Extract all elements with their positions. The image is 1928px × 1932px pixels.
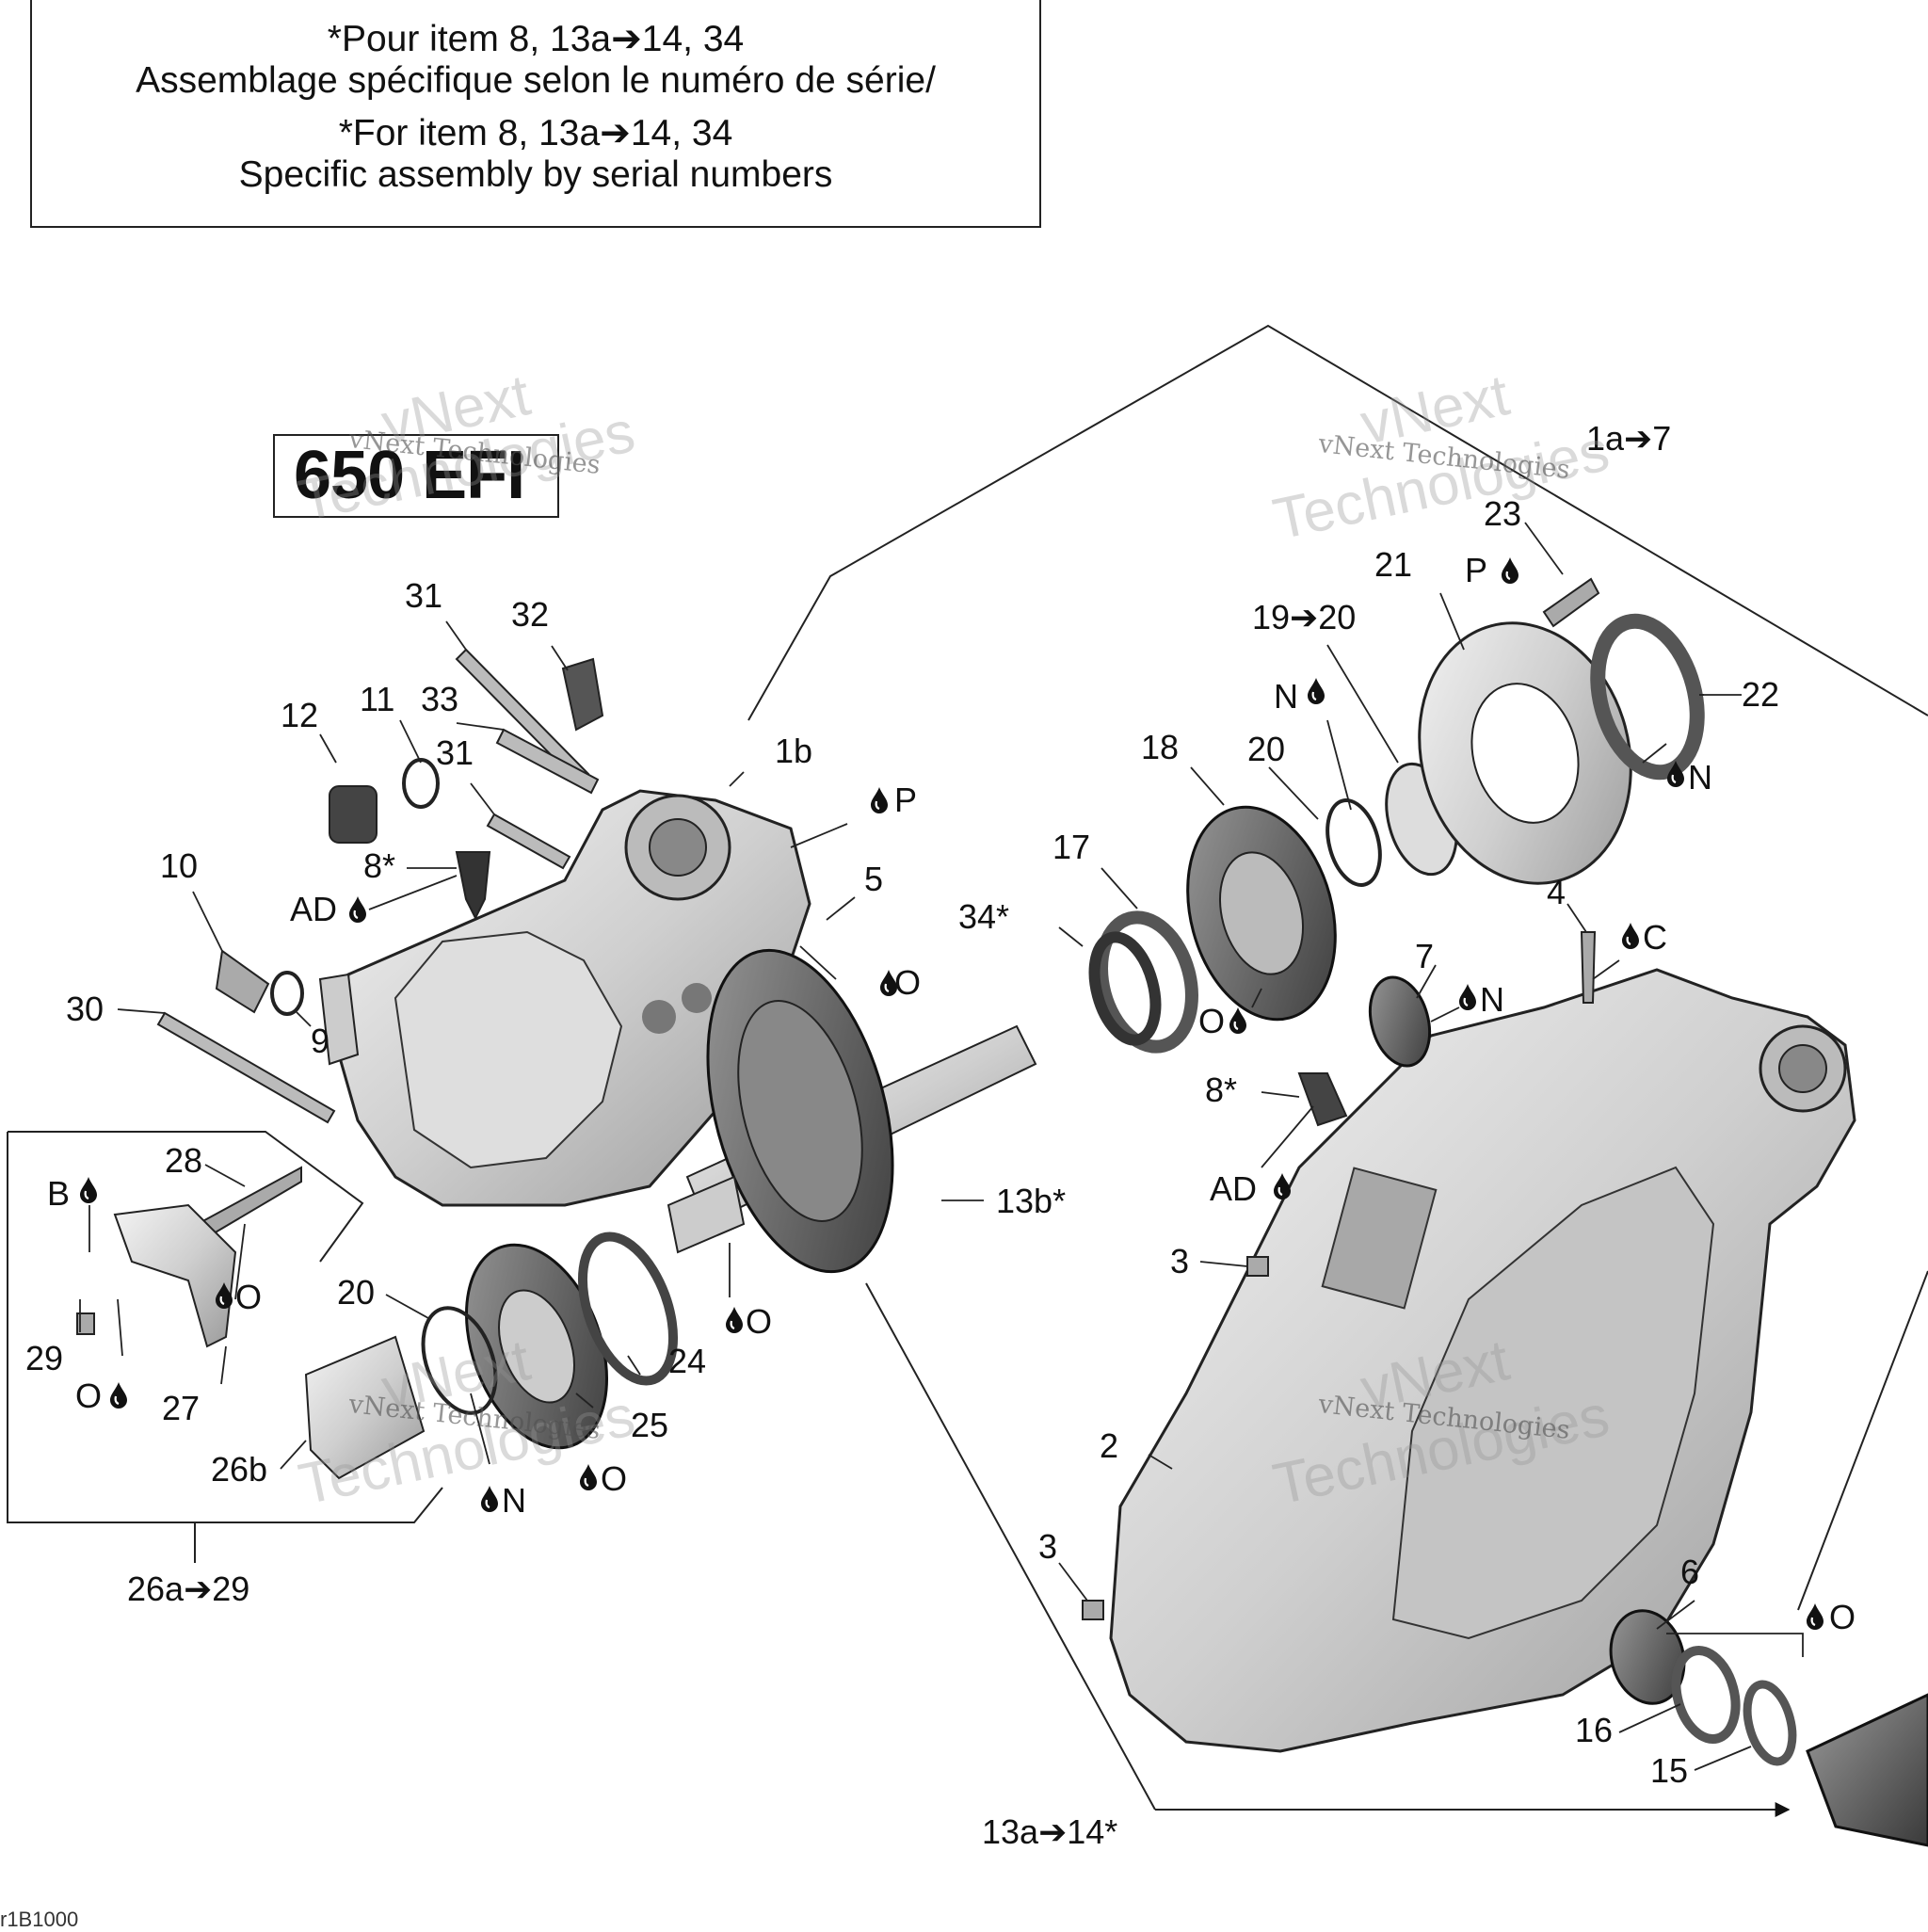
label-O-29: O [75,1377,102,1415]
label-6: 6 [1680,1553,1699,1591]
drop-icon [480,1486,499,1512]
label-13a-14: 13a➔14* [982,1812,1117,1851]
drop-icon [1501,557,1519,584]
label-27: 27 [162,1389,200,1427]
label-17: 17 [1052,828,1090,866]
drop-icon [579,1464,598,1490]
label-31-top: 31 [405,576,442,615]
drop-icon [1273,1173,1292,1199]
label-AD-right: AD [1210,1169,1257,1208]
label-N-22: N [1688,758,1712,797]
label-P-right: P [1465,551,1487,589]
label-B: B [47,1174,70,1213]
label-C: C [1643,918,1667,957]
label-15: 15 [1650,1751,1688,1790]
label-23: 23 [1484,494,1521,533]
drop-icon [348,896,367,923]
drop-icon [1621,923,1640,949]
label-2: 2 [1100,1426,1118,1465]
label-34: 34* [958,897,1009,936]
label-O-18: O [1198,1002,1225,1040]
label-25: 25 [631,1406,668,1444]
label-21: 21 [1374,545,1412,584]
label-20-right: 20 [1247,730,1285,768]
bearings-and-washers [304,613,1928,1847]
label-7: 7 [1415,937,1434,975]
label-16: 16 [1575,1711,1613,1749]
label-3-bottom: 3 [1038,1527,1057,1566]
label-4: 4 [1547,873,1566,911]
label-8-right: 8* [1205,1071,1237,1109]
drop-icon [79,1177,98,1203]
label-11: 11 [360,680,394,718]
label-10: 10 [160,846,198,885]
drop-icon [725,1307,744,1333]
label-P-left: P [894,781,917,819]
figure-code: r1B1000 [0,1908,79,1931]
label-1b: 1b [775,732,812,770]
serial-note-box: *Pour item 8, 13a➔14, 34 Assemblage spéc… [30,0,1041,228]
assembly-outline [7,324,1928,1817]
note-fr-line2: Assemblage spécifique selon le numéro de… [136,60,936,101]
drop-icon [870,787,889,813]
left-housing-1b [318,789,811,1207]
label-12: 12 [281,696,318,734]
label-31-mid: 31 [436,733,474,772]
drop-icon [1806,1603,1824,1630]
label-26b: 26b [211,1450,267,1489]
model-badge: 650 EFI [273,434,559,518]
note-en-line1: *For item 8, 13a➔14, 34 [338,113,733,153]
drop-icon [1458,984,1477,1010]
note-en-line2: Specific assembly by serial numbers [238,154,833,195]
label-18: 18 [1141,728,1179,766]
gear-shaft-13b [667,948,1037,1274]
label-32: 32 [511,595,549,634]
right-housing-2 [1109,968,1856,1753]
label-28: 28 [165,1141,202,1180]
label-19-20: 19➔20 [1252,598,1356,636]
label-O-fork: O [235,1278,262,1316]
label-O-25: O [601,1459,627,1498]
callout-labels: 31 32 12 11 33 31 1b P 10 8* AD 5 O 30 9… [25,419,1856,1851]
label-N-20: N [1274,677,1298,716]
label-3-top: 3 [1170,1242,1189,1280]
label-O-13b: O [746,1302,772,1341]
label-29: 29 [25,1339,63,1377]
label-AD-left: AD [290,890,337,928]
drop-icon [109,1382,128,1409]
label-O-6: O [1829,1598,1856,1636]
label-33: 33 [421,680,458,718]
label-24: 24 [668,1342,706,1380]
drop-icon [1229,1007,1247,1034]
label-22: 22 [1742,675,1779,714]
label-N-7: N [1480,980,1504,1019]
leader-lines [79,522,1804,1771]
label-26a-29: 26a➔29 [127,1570,249,1608]
label-20-left: 20 [337,1273,375,1312]
label-N-left: N [502,1481,526,1520]
drop-icon [1307,678,1326,704]
label-9: 9 [311,1022,329,1060]
label-5: 5 [864,860,883,898]
label-O-5: O [894,963,921,1002]
label-1a-7: 1a➔7 [1586,419,1671,458]
label-30: 30 [66,990,104,1028]
label-8-left: 8* [363,846,395,885]
note-fr-line1: *Pour item 8, 13a➔14, 34 [327,19,745,59]
label-13b: 13b* [996,1182,1066,1220]
